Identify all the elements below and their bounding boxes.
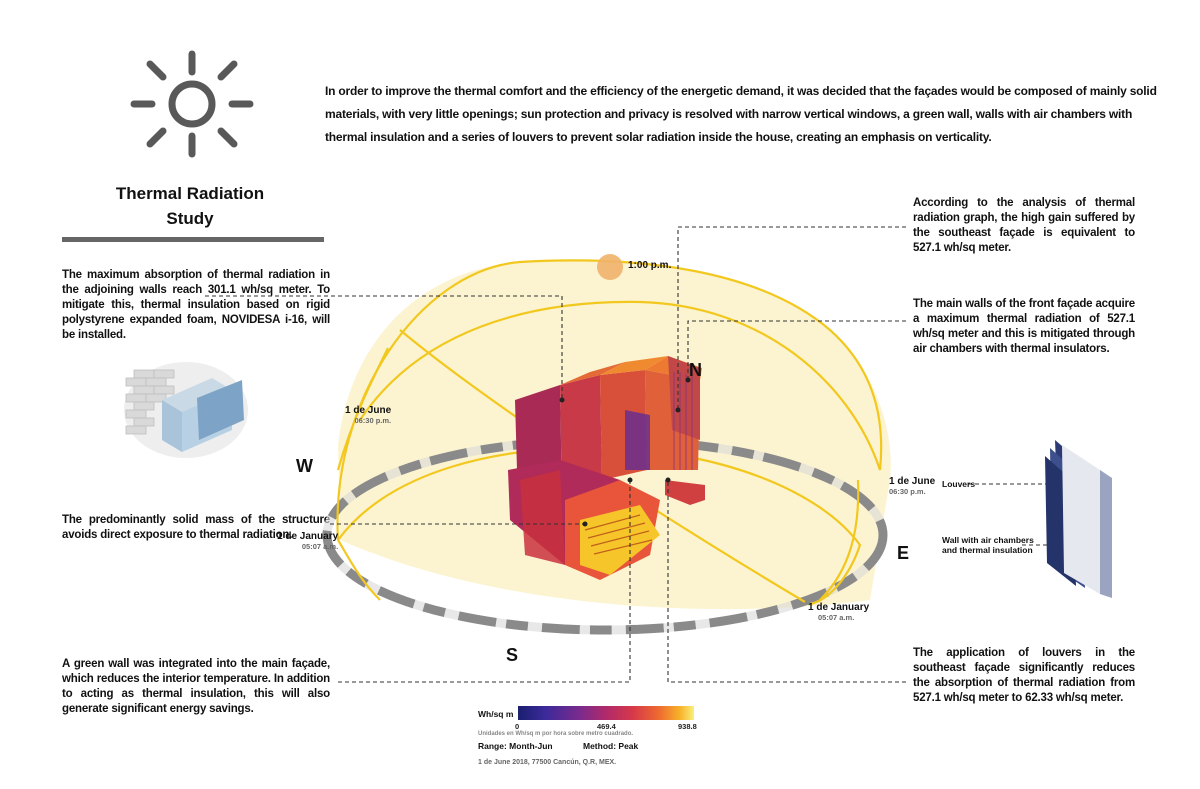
compass-east: E	[897, 543, 910, 563]
note-louvers: The application of louvers in the southe…	[913, 647, 1135, 704]
title-line-2: Study	[166, 209, 214, 228]
label-louvers: Louvers	[942, 479, 976, 489]
label-june-left: 1 de June 06:30 p.m.	[345, 405, 391, 425]
note-green-wall: A green wall was integrated into the mai…	[62, 658, 330, 715]
legend-method: Method: Peak	[583, 741, 639, 751]
june-right-time: 06:30 p.m.	[889, 487, 926, 496]
legend-unit: Wh/sq m	[478, 709, 514, 719]
page-title: Thermal Radiation Study	[95, 181, 285, 231]
note-insulation: The maximum absorption of thermal radiat…	[62, 269, 330, 341]
leader-louvers	[667, 480, 906, 683]
building-model	[508, 356, 705, 580]
note-solid-mass: The predominantly solid mass of the stru…	[62, 514, 330, 541]
legend-min: 0	[515, 722, 520, 731]
wall-label-line-2: and thermal insulation	[942, 545, 1033, 555]
louver-detail-model	[1045, 440, 1112, 598]
title-divider	[62, 237, 324, 242]
wall-label-line-1: Wall with air chambers	[942, 535, 1034, 545]
legend-max: 938.8	[678, 722, 697, 731]
legend-subtitle: Unidades en Wh/sq m por hora sobre metro…	[478, 731, 634, 737]
compass-north: N	[689, 360, 702, 380]
sun-time-label: 1:00 p.m.	[628, 260, 672, 271]
note-front-facade: The main walls of the front façade acqui…	[913, 298, 1135, 355]
sun-icon	[130, 50, 254, 158]
label-jan-left: 1 de January 05:07 a.m.	[277, 531, 338, 551]
label-june-right: 1 de June 06:30 p.m.	[889, 476, 935, 496]
legend-mid: 469.4	[597, 722, 616, 731]
june-left-time: 06:30 p.m.	[354, 416, 392, 425]
legend-footer: 1 de June 2018, 77500 Cancún, Q.R, MEX.	[478, 759, 617, 766]
leader-southeast	[677, 226, 906, 410]
insulation-panel-image	[124, 362, 248, 458]
june-left-date: 1 de June	[345, 405, 392, 416]
intro-paragraph: In order to improve the thermal comfort …	[325, 84, 1157, 144]
leader-front-facade	[687, 320, 906, 380]
sun-marker	[597, 254, 623, 280]
sun-path-mid	[359, 300, 882, 471]
compass-south: S	[506, 645, 519, 665]
jan-right-date: 1 de January	[808, 602, 870, 613]
label-wall-chambers: Wall with air chambers and thermal insul…	[942, 535, 1034, 555]
legend-color-scale	[518, 706, 694, 720]
jan-left-date: 1 de January	[277, 531, 339, 542]
note-southeast-gain: According to the analysis of thermal rad…	[913, 197, 1135, 254]
sun-path-outer	[336, 347, 389, 471]
jan-left-time: 05:07 a.m.	[301, 542, 339, 551]
label-jan-right: 1 de January 05:07 a.m.	[808, 602, 869, 622]
legend-range: Range: Month-Jun	[478, 741, 553, 751]
leader-insulation	[205, 295, 563, 400]
june-right-date: 1 de June	[889, 476, 936, 487]
compass-west: W	[296, 456, 313, 476]
title-line-1: Thermal Radiation	[115, 184, 265, 203]
jan-right-time: 05:07 a.m.	[818, 613, 855, 622]
